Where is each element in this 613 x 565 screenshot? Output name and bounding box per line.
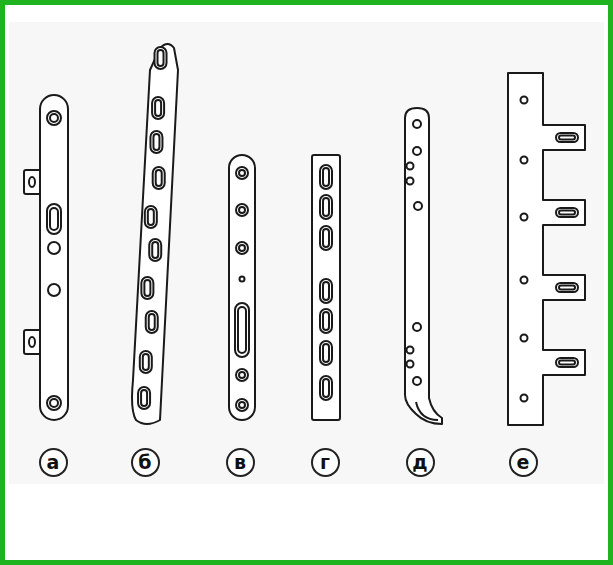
callout-letter: е	[517, 453, 530, 472]
callout-letter: д	[412, 453, 427, 472]
plate-b	[132, 44, 178, 424]
callout-circle: д	[406, 448, 435, 477]
callout-letter: в	[234, 453, 246, 472]
callout-circle: а	[39, 448, 68, 477]
plate-g	[312, 155, 340, 420]
plate-d	[405, 108, 442, 424]
plate-e	[508, 73, 585, 425]
illustration-ground	[9, 22, 604, 484]
callout-letter: г	[320, 453, 330, 472]
callout-circle: б	[131, 448, 160, 477]
callout-circle: в	[226, 448, 255, 477]
callout-letter: б	[138, 453, 151, 472]
callout-circle: г	[311, 448, 340, 477]
callout-circle: е	[509, 448, 538, 477]
plate-a	[24, 95, 68, 420]
plate-v	[229, 155, 255, 420]
callout-letter: а	[47, 453, 60, 472]
